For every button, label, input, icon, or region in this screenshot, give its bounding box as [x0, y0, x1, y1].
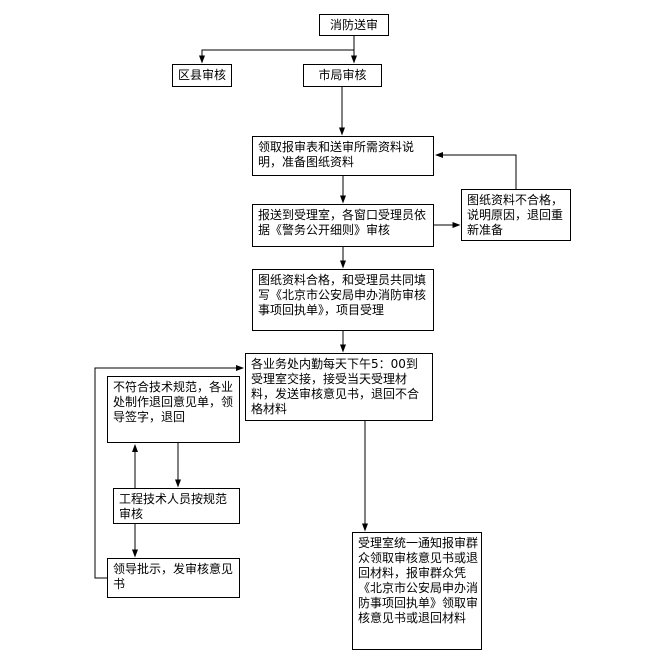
node-materials-qualified: 图纸资料合格，和受理员共同填写《北京市公安局申办消防审核事项回执单》，项目受理 [252, 269, 434, 331]
node-collect-forms: 领取报审表和送审所需资料说明，准备图纸资料 [252, 136, 434, 176]
node-notify-collect: 受理室统一通知报审群众领取审核意见书或退回材料，报审群众凭《北京市公安局申办消防… [352, 532, 482, 650]
node-district-review: 区县审核 [172, 64, 232, 87]
node-submit-reception: 报送到受理室，各窗口受理员依据《警务公开细则》审核 [252, 204, 434, 247]
node-tech-review: 工程技术人员按规范审核 [113, 488, 240, 524]
edge-leader-approval-to-daily-handover [94, 365, 244, 579]
node-municipal-review: 市局审核 [303, 64, 382, 87]
node-materials-unqualified: 图纸资料不合格，说明原因，退回重新准备 [461, 189, 571, 241]
edge-start-to-district-review [199, 49, 354, 64]
node-nonconforming-return: 不符合技术规范，各业处制作退回意见单，领导签字，退回 [107, 376, 240, 443]
node-daily-handover: 各业务处内勤每天下午5：00到受理室交接，接受当天受理材料，发送审核意见书，退回… [245, 353, 433, 421]
node-leader-approval: 领导批示，发审核意见书 [107, 558, 240, 598]
edge-materials-unqualified-to-collect-forms [435, 152, 517, 189]
node-start: 消防送审 [319, 14, 389, 36]
